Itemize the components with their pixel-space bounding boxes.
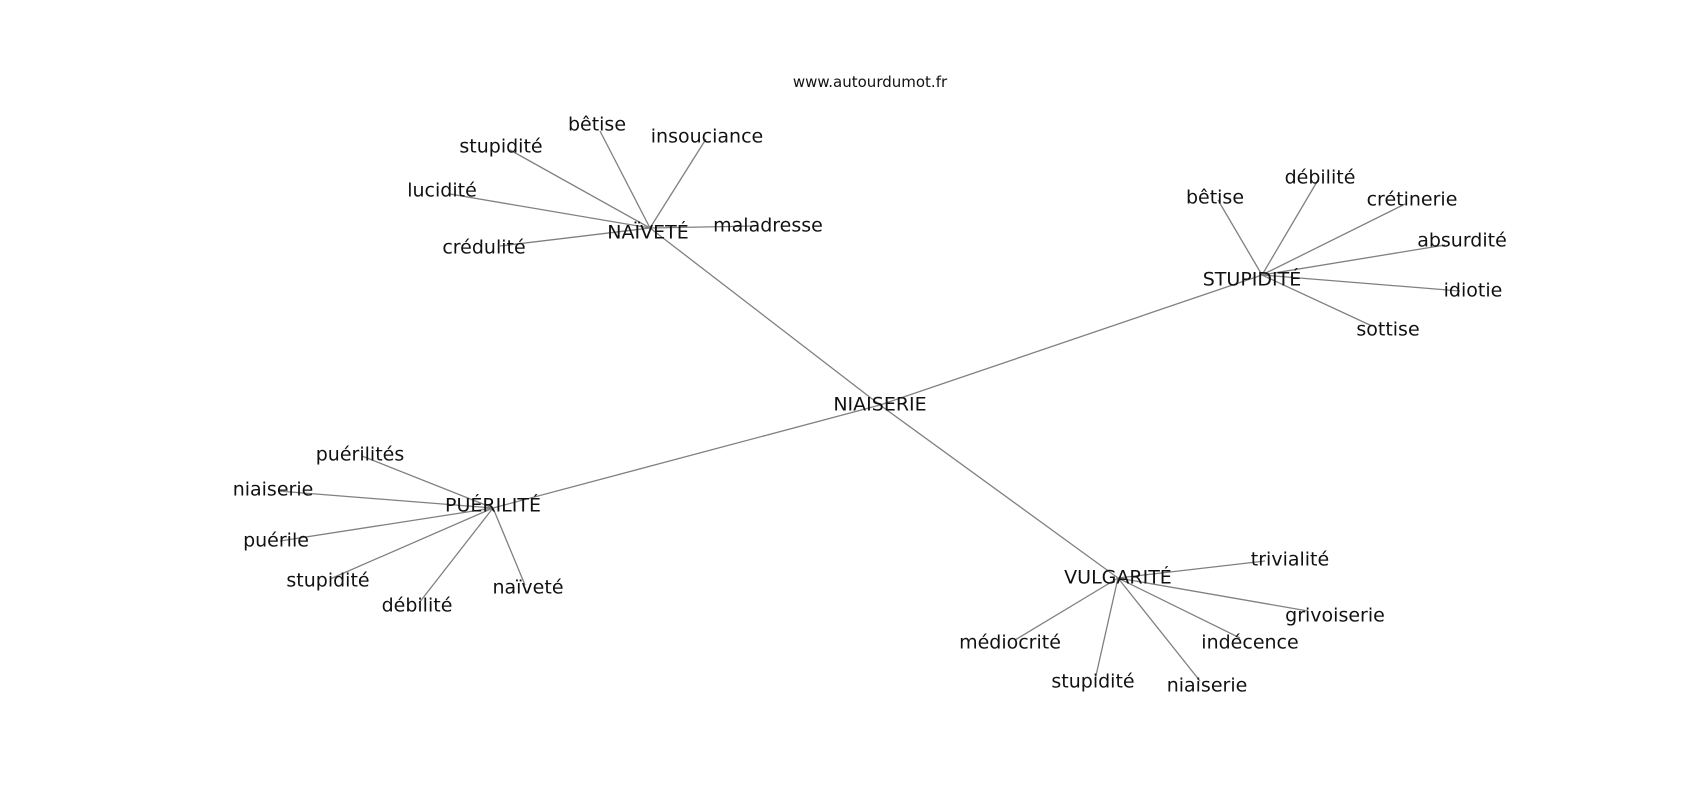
edges-layer	[277, 130, 1461, 682]
edge-vulgarite-niaiserie	[1117, 577, 1201, 682]
edge-vulgarite-indecence	[1117, 577, 1241, 639]
leaf-node-sottise[interactable]: sottise	[1356, 319, 1419, 341]
edge-stupidite-absurdite	[1261, 244, 1446, 276]
edge-naivete-maladresse	[649, 225, 756, 229]
leaf-node-lucidite[interactable]: lucidité	[407, 180, 477, 202]
edge-stupidite-debilite	[1261, 179, 1319, 276]
leaf-node-niaiserie[interactable]: niaiserie	[233, 479, 314, 501]
edge-stupidite-sottise	[1261, 274, 1373, 327]
leaf-node-debilite[interactable]: débilité	[1285, 167, 1356, 189]
edge-center-vulgarite	[879, 404, 1119, 579]
edge-puerilite-stupidite	[329, 507, 494, 580]
leaf-node-puerile[interactable]: puérile	[243, 530, 309, 552]
leaf-node-cretinerie[interactable]: crétinerie	[1367, 189, 1458, 211]
leaf-node-mediocrite[interactable]: médiocrité	[959, 632, 1061, 654]
hub-node-stupidite[interactable]: STUPIDITÉ	[1203, 268, 1301, 291]
leaf-node-idiotie[interactable]: idiotie	[1444, 280, 1503, 302]
hub-node-vulgarite[interactable]: VULGARITÉ	[1064, 566, 1172, 589]
leaf-node-niaiserie[interactable]: niaiserie	[1167, 675, 1248, 697]
leaf-node-maladresse[interactable]: maladresse	[713, 215, 823, 237]
center-node[interactable]: NIAISERIE	[833, 394, 926, 416]
edge-puerilite-naivete	[492, 507, 526, 586]
watermark: www.autourdumot.fr	[793, 73, 948, 91]
edge-puerilite-debilite	[418, 507, 494, 604]
edge-naivete-betise	[599, 130, 651, 229]
leaf-node-insouciance[interactable]: insouciance	[651, 126, 763, 148]
edge-naivete-lucidite	[449, 193, 651, 229]
edge-stupidite-idiotie	[1261, 274, 1461, 292]
edge-vulgarite-trivialite	[1117, 560, 1266, 579]
leaf-node-naivete[interactable]: naïveté	[492, 577, 563, 599]
edge-center-puerilite	[492, 404, 881, 509]
edge-vulgarite-mediocrite	[1014, 577, 1119, 641]
edge-vulgarite-grivoiserie	[1117, 577, 1309, 612]
leaf-node-indecence[interactable]: indécence	[1201, 632, 1298, 654]
leaf-node-puerilites[interactable]: puérilités	[316, 444, 404, 466]
leaf-node-credulite[interactable]: crédulité	[442, 237, 525, 259]
edge-center-stupidite	[879, 274, 1263, 406]
leaf-node-betise[interactable]: bêtise	[568, 114, 626, 136]
leaf-node-stupidite[interactable]: stupidité	[286, 570, 369, 592]
leaf-node-trivialite[interactable]: trivialité	[1251, 549, 1329, 571]
edge-stupidite-cretinerie	[1261, 203, 1406, 276]
hub-node-naivete[interactable]: NAÏVETÉ	[607, 221, 688, 244]
edge-stupidite-betise	[1217, 199, 1263, 276]
edge-puerilite-niaiserie	[277, 490, 494, 509]
edge-naivete-insouciance	[649, 138, 707, 229]
edge-vulgarite-stupidite	[1094, 577, 1119, 681]
leaf-node-betise[interactable]: bêtise	[1186, 187, 1244, 209]
leaf-node-absurdite[interactable]: absurdité	[1417, 230, 1507, 252]
edge-naivete-credulite	[499, 227, 651, 247]
edge-center-naivete	[649, 227, 881, 406]
leaf-node-stupidite[interactable]: stupidité	[1051, 671, 1134, 693]
leaf-node-stupidite[interactable]: stupidité	[459, 136, 542, 158]
hub-node-puerilite[interactable]: PUÉRILITÉ	[445, 494, 541, 517]
edge-puerilite-puerile	[279, 507, 494, 542]
leaf-node-debilite[interactable]: débilité	[382, 595, 453, 617]
leaf-node-grivoiserie[interactable]: grivoiserie	[1285, 605, 1385, 627]
edge-naivete-stupidite	[509, 149, 651, 229]
labels-layer: www.autourdumot.fr bêtise insouciance stup…	[233, 73, 1507, 697]
edge-puerilite-puerilites	[361, 455, 494, 509]
